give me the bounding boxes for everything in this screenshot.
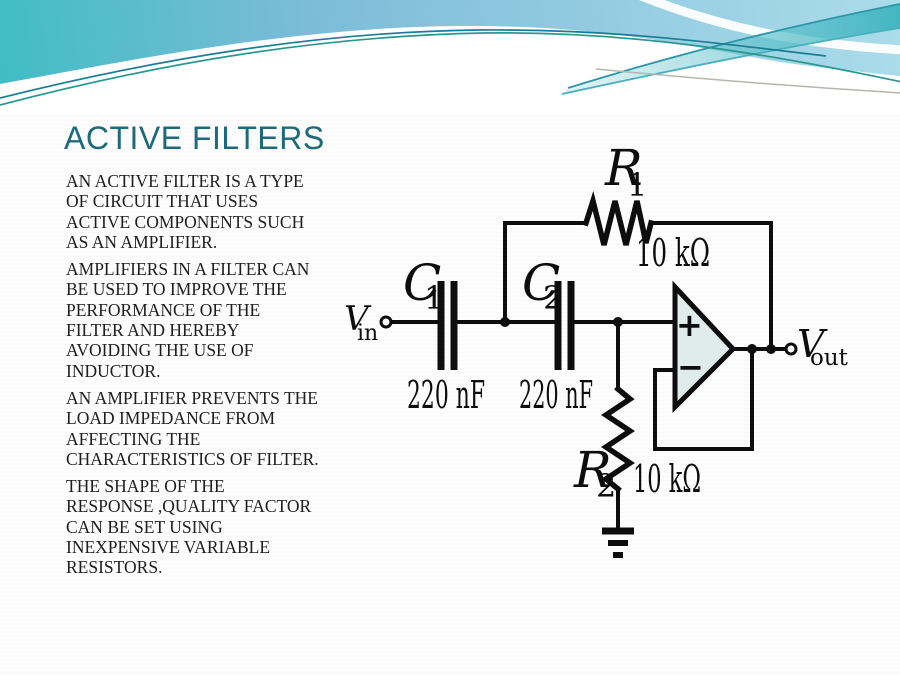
r2-symbol: R [573,441,612,499]
r1-value: 10 kΩ [636,231,710,275]
header-ribbon-lower-edge [561,27,900,95]
r1-symbol: R [604,140,643,197]
r2-subscript: 2 [596,467,616,505]
ground-symbol [602,527,634,558]
resistor-r2-symbol [601,385,635,493]
wire-feedback-top [503,221,773,351]
vout-symbol: V [797,322,828,366]
paragraph-amplifiers-improve: AMPLIFIERS IN A FILTER CAN BE USED TO IM… [66,259,310,381]
vin-symbol: V [344,299,372,339]
c2-label: C 2 220 nF [519,254,593,417]
header-wave-decoration [0,0,900,115]
capacitor-c1-plates [437,281,458,370]
vin-terminal [379,315,393,329]
paragraph-load-impedance: AN AMPLIFIER PREVENTS THE LOAD IMPEDANCE… [66,387,319,469]
slide-title: ACTIVE FILTERS [64,120,325,156]
junction-dot [747,344,757,354]
circuit-diagram: + − V in V out R 1 10 kΩ R 2 10 kΩ C 1 2… [344,140,849,558]
header-accent-line-teal [0,29,827,99]
junction-dot [766,344,776,354]
r1-label: R 1 10 kΩ [604,140,710,275]
slide-body-text: AN ACTIVE FILTER IS A TYPE OF CIRCUIT TH… [66,171,376,585]
c1-symbol: C [403,254,441,312]
r2-label: R 2 10 kΩ [573,441,701,505]
paragraph-response-shape: THE SHAPE OF THE RESPONSE ,QUALITY FACTO… [66,476,312,578]
header-teal-ribbon [562,4,900,94]
header-white-wave [0,25,900,115]
c1-label: C 1 220 nF [403,254,485,417]
wire-inverting-feedback-loop [653,347,754,451]
opamp-triangle [672,280,737,414]
junction-dot [500,317,510,327]
opamp-minus-sign: − [677,348,704,386]
c1-value: 220 nF [407,373,485,417]
header-ribbon-upper-edge [567,3,900,89]
r1-subscript: 1 [627,166,647,204]
resistor-r1-symbol [582,190,655,246]
junction-dot [613,317,623,327]
c1-subscript: 1 [424,279,444,317]
vout-subscript: out [810,345,849,371]
header-white-swoosh-line [638,0,900,55]
header-accent-line-grey [595,68,900,94]
vin-label: V in [344,299,378,346]
paragraph-active-filter-definition: AN ACTIVE FILTER IS A TYPE OF CIRCUIT TH… [66,171,305,252]
vout-label: V out [797,322,849,371]
opamp-plus-sign: + [676,306,703,344]
c2-subscript: 2 [543,279,563,317]
vout-terminal [784,342,798,356]
header-accent-line-green [0,32,900,106]
c2-symbol: C [522,254,560,312]
r2-value: 10 kΩ [633,457,701,501]
c2-value: 220 nF [519,373,593,417]
vin-subscript: in [357,321,378,346]
capacitor-c2-plates [554,281,575,370]
